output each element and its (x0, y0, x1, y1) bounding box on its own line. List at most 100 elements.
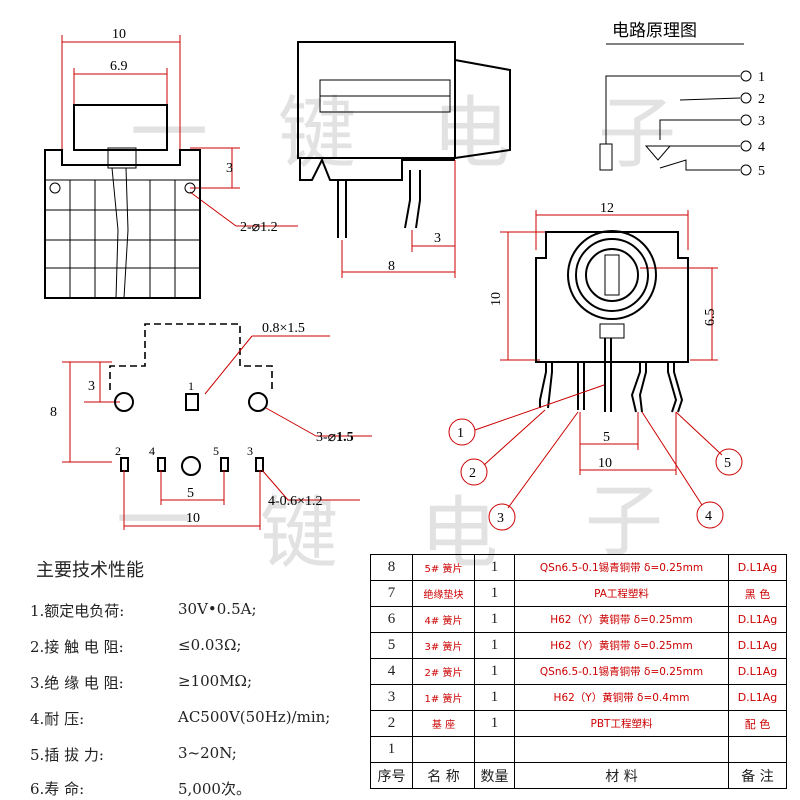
bom-name: 3# 簧片 (412, 632, 475, 659)
callout-label: 2 (469, 466, 476, 481)
bom-no: 1 (370, 736, 413, 763)
bom-header-name: 名 称 (412, 762, 475, 789)
pad-label: 5 (213, 444, 219, 458)
pad-height-label: 8 (50, 405, 57, 420)
pad-spacing-label: 5 (187, 486, 194, 501)
bom-material (514, 736, 729, 763)
circuit-pin-label: 5 (758, 164, 765, 179)
spec-value: ≥100MΩ; (178, 672, 253, 690)
watermark-char: 一 (116, 477, 194, 567)
right-pin-span-label: 10 (598, 456, 612, 471)
spec-label: 3.绝 缘 电 阻: (30, 674, 124, 692)
pad-label: 2 (115, 444, 121, 458)
pad-span-label: 10 (186, 511, 200, 526)
spec-label: 5.插 拔 力: (30, 746, 104, 764)
bom-qty (474, 736, 515, 763)
bom-qty: 1 (474, 710, 515, 737)
bom-name: 1# 簧片 (412, 684, 475, 711)
bom-no: 6 (370, 606, 413, 633)
spec-value: 3~20N; (178, 744, 237, 762)
side-view: 8 3 (297, 41, 511, 278)
bom-name: 基 座 (412, 710, 475, 737)
bom-material: H62（Y）黄铜带 δ=0.25mm (514, 632, 729, 659)
bom-header-material: 材 料 (514, 762, 729, 789)
front-height-label: 3 (226, 161, 233, 176)
bom-header-qty: 数量 (474, 762, 515, 789)
spec-label: 6.寿 命: (30, 780, 85, 798)
pad-label: 4 (149, 444, 155, 458)
bom-note: D.L1Ag (728, 632, 787, 659)
bom-name (412, 736, 475, 763)
bom-note: D.L1Ag (728, 658, 787, 685)
right-width-label: 12 (600, 201, 614, 216)
pad-small-label: 4-0.6×1.2 (268, 494, 323, 509)
bom-table: 8 5# 簧片 1 QSn6.5-0.1锡青铜带 δ=0.25mm D.L1Ag… (370, 554, 787, 789)
bom-material: QSn6.5-0.1锡青铜带 δ=0.25mm (514, 554, 729, 581)
bom-material: H62（Y）黄铜带 δ=0.4mm (514, 684, 729, 711)
watermark-char: 子 (585, 477, 663, 567)
circuit-pin-label: 1 (758, 70, 765, 85)
watermark-char: 键 (260, 489, 338, 579)
bom-name: 5# 簧片 (412, 554, 475, 581)
bom-note: 配 色 (728, 710, 787, 737)
mount-holes-label: 2-⌀1.2 (240, 220, 278, 235)
spec-label: 2.接 触 电 阻: (30, 638, 124, 656)
bom-qty: 1 (474, 684, 515, 711)
spec-value: 30V•0.5A; (178, 600, 257, 618)
bom-header-no: 序号 (370, 762, 413, 789)
watermark: 一 键 电 子 一 键 电 子 (116, 89, 676, 579)
bom-note: D.L1Ag (728, 684, 787, 711)
spec-value: AC500V(50Hz)/min; (178, 708, 331, 726)
right-center-label: 6.5 (703, 309, 718, 327)
callout-label: 1 (457, 426, 464, 441)
circuit-pin-label: 4 (758, 140, 765, 155)
callout-label: 4 (705, 509, 712, 524)
spec-value: 5,000次。 (178, 780, 251, 798)
specs-title: 主要技术性能 (36, 560, 144, 581)
bom-material: PBT工程塑料 (514, 710, 729, 737)
callout-label: 5 (724, 456, 731, 471)
watermark-char: 子 (598, 89, 676, 179)
pad-holes-label: 3-⌀1.5 (316, 430, 354, 445)
pad-offset-label: 3 (88, 379, 95, 394)
right-height-label: 10 (489, 292, 504, 306)
front-view: 10 6.9 3 2-⌀1.2 (44, 27, 298, 299)
bom-no: 2 (370, 710, 413, 737)
pad-label: 1 (188, 379, 194, 393)
table-row: 5 3# 簧片 1 H62（Y）黄铜带 δ=0.25mm D.L1Ag (370, 632, 787, 659)
bom-no: 8 (370, 554, 413, 581)
circuit-schematic: 电路原理图 1 2 3 4 5 (599, 21, 765, 179)
pad-holes-bold: 1.5 (336, 430, 354, 445)
table-row: 2 基 座 1 PBT工程塑料 配 色 (370, 710, 787, 737)
pad-label: 3 (247, 444, 253, 458)
bom-note: D.L1Ag (728, 606, 787, 633)
bom-no: 3 (370, 684, 413, 711)
spec-value: ≤0.03Ω; (178, 636, 242, 654)
table-row: 8 5# 簧片 1 QSn6.5-0.1锡青铜带 δ=0.25mm D.L1Ag (370, 554, 787, 581)
circuit-pin-label: 2 (758, 92, 765, 107)
watermark-char: 键 (278, 89, 356, 179)
front-width-label: 10 (112, 27, 126, 42)
callout-label: 3 (497, 511, 504, 526)
bom-name: 2# 簧片 (412, 658, 475, 685)
watermark-char: 电 (432, 89, 510, 179)
table-row: 4 2# 簧片 1 QSn6.5-0.1锡青铜带 δ=0.25mm D.L1Ag (370, 658, 787, 685)
bom-qty: 1 (474, 632, 515, 659)
bom-note: 黑 色 (728, 580, 787, 607)
pcb-footprint: 8 3 0.8×1.5 1 3-⌀1.5 2 4 5 3 5 10 4-0.6×… (50, 321, 372, 530)
bom-qty: 1 (474, 658, 515, 685)
right-view: 12 10 6.5 5 10 (489, 201, 718, 475)
bom-no: 7 (370, 580, 413, 607)
bom-qty: 1 (474, 580, 515, 607)
spec-label: 4.耐 压: (30, 710, 85, 728)
part-callouts: 1 2 3 4 5 (448, 384, 743, 531)
bom-qty: 1 (474, 606, 515, 633)
table-row: 6 4# 簧片 1 H62（Y）黄铜带 δ=0.25mm D.L1Ag (370, 606, 787, 633)
bom-header-note: 备 注 (728, 762, 787, 789)
bom-material: H62（Y）黄铜带 δ=0.25mm (514, 606, 729, 633)
bom-qty: 1 (474, 554, 515, 581)
bom-note: D.L1Ag (728, 554, 787, 581)
front-inner-width-label: 6.9 (110, 59, 128, 74)
bom-name: 绝缘垫块 (412, 580, 475, 607)
